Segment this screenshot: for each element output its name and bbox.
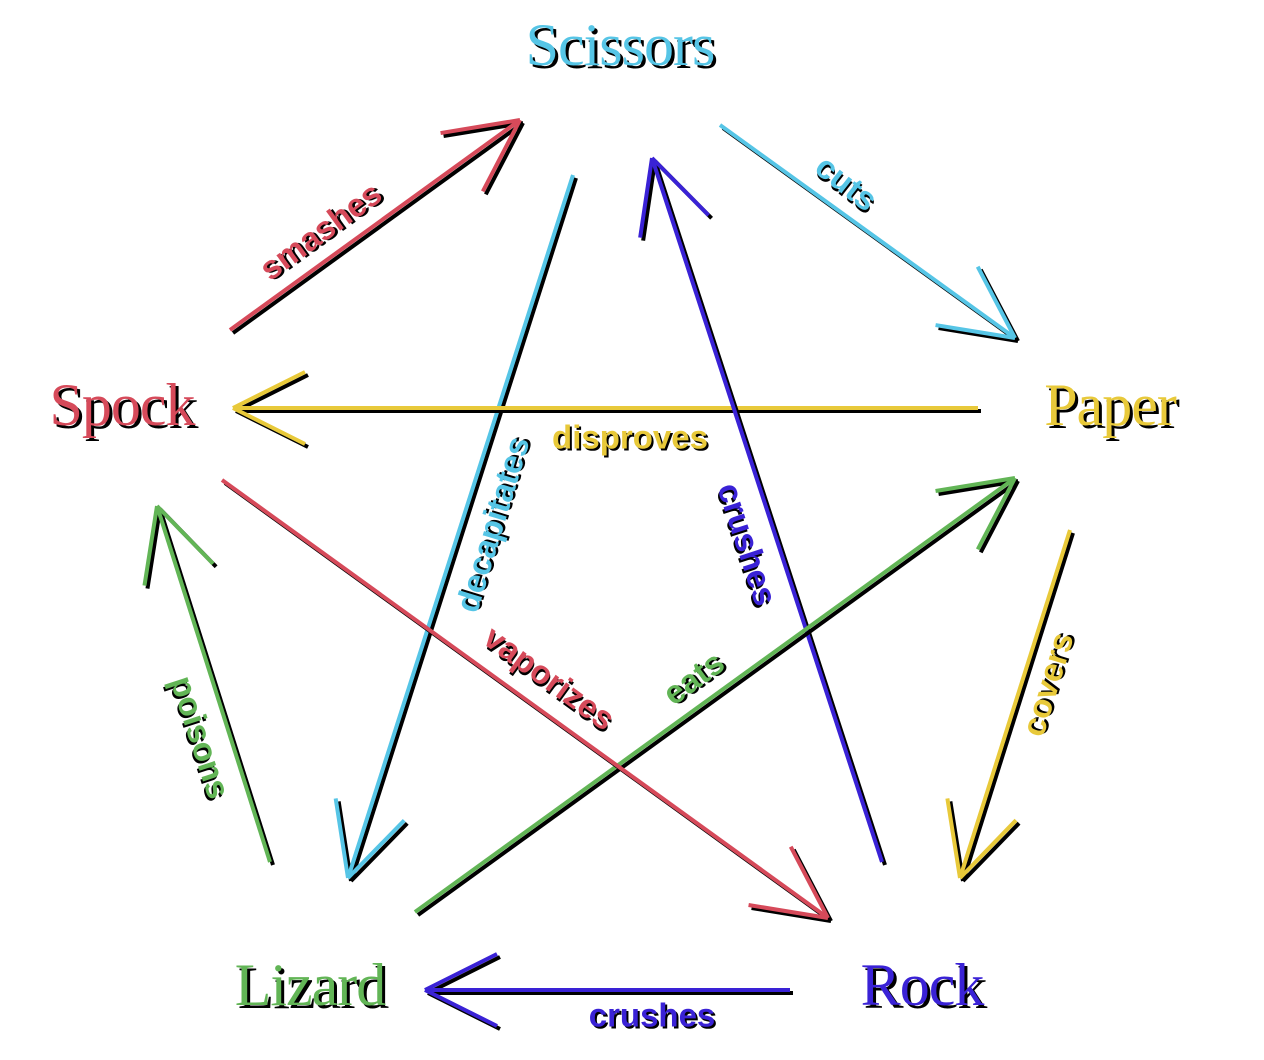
arrow-shadow: [231, 121, 525, 335]
arrow-head-right: [958, 818, 1018, 880]
arrow-shaft: [346, 174, 575, 879]
arrow-cuts: [718, 123, 1020, 343]
arrow-line: [638, 156, 884, 863]
node-label-shadow: Lizard: [238, 955, 390, 1021]
arrow-eats: [413, 476, 1020, 917]
edge-label-text: crushes: [710, 478, 784, 610]
arrow-head-left: [424, 952, 498, 992]
arrow-head-left: [748, 903, 829, 920]
arrow-line: [333, 174, 575, 880]
arrow-head-left: [336, 801, 353, 882]
arrow-shaft: [155, 505, 272, 863]
arrow-head-left: [333, 798, 350, 879]
arrow-head-right: [145, 508, 162, 589]
arrow-head-left: [978, 480, 1020, 554]
arrow-line: [142, 504, 272, 863]
edge-label-shadow: disproves: [554, 421, 710, 458]
arrow-shaft: [220, 478, 830, 920]
arrow-line: [424, 952, 790, 1028]
arrow-shaft: [650, 157, 884, 863]
arrow-head-left: [945, 798, 962, 879]
arrow-head-right: [440, 118, 521, 136]
edge-label-text: disproves: [552, 419, 708, 456]
node-label-scissors: Scissors: [526, 12, 715, 78]
arrow-head-right: [346, 819, 406, 880]
arrow-head-right: [349, 822, 409, 883]
arrow-shaft: [413, 476, 1017, 914]
arrow-shaft: [228, 118, 522, 332]
arrow-shaft: [958, 529, 1072, 879]
node-label-shadow: Spock: [53, 375, 199, 441]
arrow-line: [228, 118, 522, 332]
arrow-head-right: [975, 265, 1017, 339]
arrow-head-right: [142, 505, 159, 586]
arrow-head-left: [427, 955, 501, 995]
arrow-shadow: [336, 177, 578, 883]
arrow-line: [945, 529, 1072, 880]
arrow-shadow: [948, 532, 1075, 883]
arrow-head-right: [788, 845, 830, 919]
arrow-head-left: [481, 119, 522, 193]
arrow-crushes-lizard: [424, 952, 793, 1031]
node-label-shadow: Paper: [1047, 375, 1180, 441]
arrow-head-left: [948, 801, 965, 882]
node-label-lizard: Lizard: [235, 952, 387, 1018]
arrow-shaft: [961, 532, 1075, 882]
arrow-head-left: [235, 373, 309, 413]
arrow-head-left: [232, 370, 306, 410]
arrow-head-left: [751, 906, 832, 923]
arrow-disproves: [232, 370, 981, 449]
node-label-paper: Paper: [1044, 372, 1177, 438]
arrow-line: [718, 123, 1017, 340]
arrow-line: [232, 370, 978, 446]
edge-label-text: poisons: [164, 671, 238, 803]
arrow-decapitates: [333, 174, 578, 883]
arrow-head-right: [232, 406, 306, 446]
arrow-head-right: [641, 160, 657, 241]
arrow-head-right: [935, 476, 1016, 494]
arrow-head-left: [938, 326, 1019, 343]
edge-label-shadow: crushes: [591, 999, 718, 1036]
arrow-shaft: [231, 121, 525, 335]
arrow-head-right: [424, 988, 498, 1028]
node-label-shadow: Scissors: [529, 15, 718, 81]
arrow-head-right: [638, 157, 654, 238]
arrow-shaft: [349, 177, 578, 882]
arrow-head-left: [650, 156, 711, 217]
arrow-head-left: [935, 323, 1016, 340]
arrow-poisons: [142, 504, 275, 866]
arrow-head-left: [155, 504, 215, 566]
arrow-line: [220, 478, 830, 920]
arrow-shaft: [416, 479, 1020, 917]
edge-label-text: crushes: [589, 997, 716, 1034]
arrow-line: [413, 476, 1017, 914]
node-label-shadow: Rock: [864, 955, 988, 1021]
node-label-rock: Rock: [861, 952, 985, 1018]
arrow-head-left: [484, 122, 525, 196]
node-label-spock: Spock: [50, 372, 196, 438]
arrow-vaporizes: [220, 478, 833, 923]
arrow-shaft: [718, 123, 1017, 340]
arrow-crushes-scissors: [638, 156, 887, 866]
arrow-head-right: [961, 821, 1021, 883]
arrow-smashes: [228, 118, 525, 335]
edges-layer: [142, 118, 1075, 1031]
arrow-shadow: [416, 479, 1020, 917]
arrow-head-left: [975, 477, 1017, 551]
arrow-covers: [945, 529, 1075, 883]
